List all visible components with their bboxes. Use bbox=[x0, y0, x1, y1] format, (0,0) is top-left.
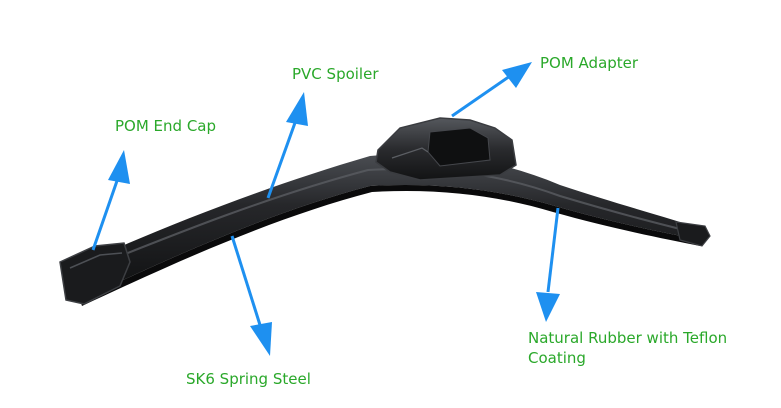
adapter-slot bbox=[427, 127, 491, 167]
blade-body bbox=[68, 154, 705, 300]
arrow-rubber bbox=[536, 207, 560, 322]
right-end-cap-shape bbox=[675, 221, 711, 247]
label-spring-steel: SK6 Spring Steel bbox=[186, 370, 311, 388]
label-rubber: Natural Rubber with Teflon Coating bbox=[528, 328, 768, 368]
arrow-spring-steel bbox=[230, 235, 272, 356]
adapter-edge bbox=[391, 147, 429, 159]
arrow-spoiler bbox=[266, 92, 308, 199]
arrow-adapter bbox=[451, 62, 532, 118]
label-adapter: POM Adapter bbox=[540, 54, 639, 72]
arrow-end-cap bbox=[91, 150, 130, 251]
label-rubber-line-1: Natural Rubber with Teflon bbox=[528, 329, 728, 347]
end-cap-shape bbox=[59, 242, 131, 305]
end-cap-ridge bbox=[69, 252, 123, 269]
label-end-cap: POM End Cap bbox=[115, 117, 217, 135]
rubber-strip bbox=[80, 184, 702, 306]
label-spoiler: PVC Spoiler bbox=[292, 65, 379, 83]
label-rubber-line-2: Coating bbox=[528, 349, 586, 367]
